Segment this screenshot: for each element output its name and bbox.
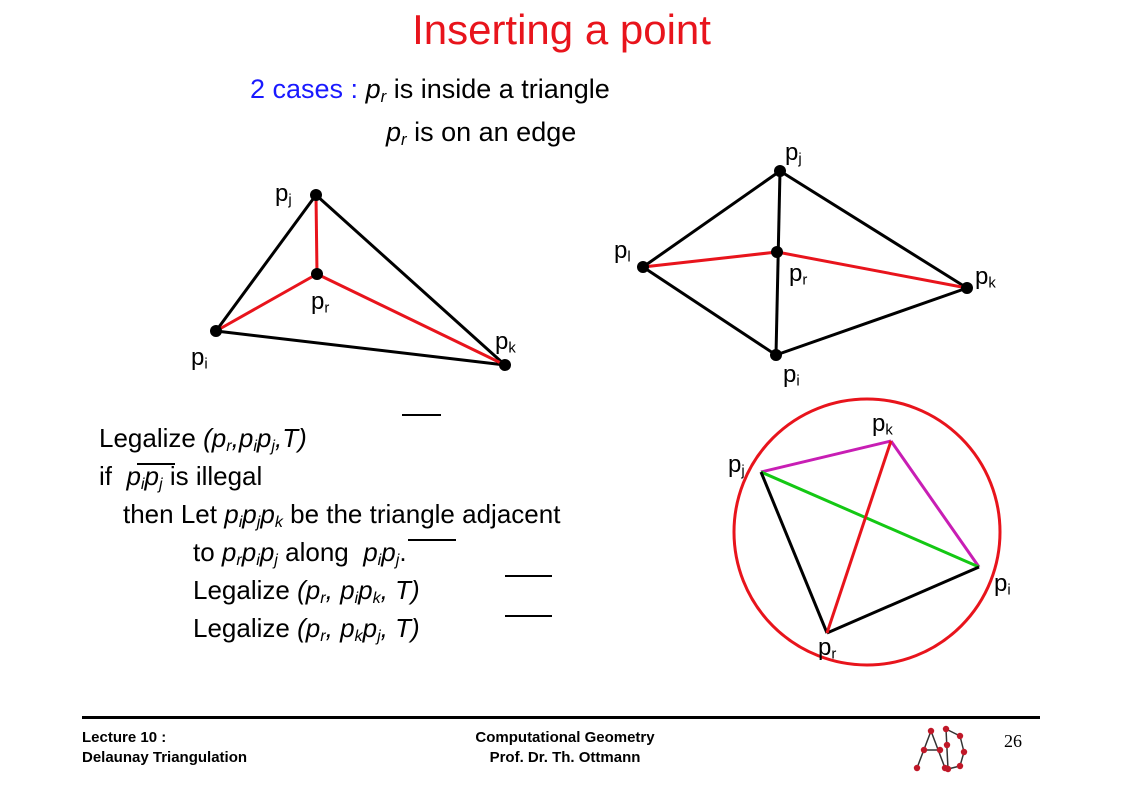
point-pj <box>774 165 786 177</box>
footer-course: Computational Geometry Prof. Dr. Th. Ott… <box>420 728 710 768</box>
label-pj-d3: pj <box>728 451 745 480</box>
label-pr-d1: pr <box>311 288 330 317</box>
case-edge-text: is on an edge <box>406 117 577 147</box>
footer-divider <box>82 716 1040 719</box>
point-pk <box>961 282 973 294</box>
label-pk-d2: pk <box>975 263 996 292</box>
overbar-line5 <box>505 575 552 577</box>
algo-line-2: if pipj is illegal <box>99 461 263 494</box>
new-edge-pr-pj <box>314 194 319 275</box>
algo-line-4: to prpipj along pipj. <box>193 537 407 570</box>
algo-line-5: Legalize (pr, pipk, T) <box>193 575 420 608</box>
diagram-circumcircle <box>732 397 1002 667</box>
label-pi-d3: pi <box>994 570 1011 599</box>
page-number: 26 <box>1004 731 1022 751</box>
edge-pl-pj <box>642 169 781 269</box>
edge-pi-pk <box>215 329 506 367</box>
label-pk-d3: pk <box>872 410 893 439</box>
page-title: Inserting a point <box>412 6 711 53</box>
overbar-line6 <box>505 615 552 617</box>
edge-pk-pi <box>889 440 981 568</box>
edge-pk-pi <box>775 286 968 357</box>
label-pr-d3: pr <box>818 634 837 663</box>
edge-pj-pk <box>760 439 892 474</box>
edge-pi-pj <box>214 194 318 332</box>
edge-pj-pk <box>314 193 507 367</box>
diagram-inside-triangle <box>210 189 511 371</box>
new-edge-pr-pl <box>642 250 778 269</box>
overbar-line1 <box>402 414 441 416</box>
edge-pj-pk <box>779 169 968 290</box>
label-pi-d2: pi <box>783 361 800 390</box>
new-edge-pr-pi <box>215 272 318 333</box>
cases-line-1: 2 cases : pr is inside a triangle <box>250 74 610 107</box>
overbar-line4 <box>408 539 456 541</box>
overbar-line2 <box>137 463 175 465</box>
point-pi <box>770 349 782 361</box>
illegal-edge-pi-pj <box>760 470 980 569</box>
diagram-on-edge <box>637 165 973 361</box>
legal-edge-pr-pk <box>825 440 893 634</box>
point-pi <box>210 325 222 337</box>
edge-pj-pr <box>759 471 829 634</box>
edge-pr-pi <box>826 565 980 635</box>
point-pk <box>499 359 511 371</box>
footer-lecture-topic: Delaunay Triangulation <box>82 749 248 766</box>
footer-course-name: Computational Geometry <box>475 729 655 746</box>
new-edge-pr-pk <box>776 250 968 290</box>
cases-label: 2 cases : <box>250 74 359 104</box>
case-inside-text: is inside a triangle <box>386 74 610 104</box>
new-edge-pr-pk <box>316 272 506 367</box>
label-pi-d1: pi <box>191 344 208 373</box>
edge-pi-pl <box>642 265 777 357</box>
footer-professor: Prof. Dr. Th. Ottmann <box>489 749 641 766</box>
point-pl <box>637 261 649 273</box>
label-pj-d2: pj <box>785 139 802 168</box>
footer-lecture: Lecture 10 : Delaunay Triangulation <box>82 728 247 768</box>
algo-line-3: then Let pipjpk be the triangle adjacent <box>123 499 561 532</box>
point-pj <box>310 189 322 201</box>
point-pr <box>771 246 783 258</box>
point-pr <box>311 268 323 280</box>
circumcircle <box>732 397 1002 667</box>
label-pj-d1: pj <box>275 180 292 209</box>
algo-line-6: Legalize (pr, pkpj, T) <box>193 613 420 646</box>
edge-pj-pi <box>774 170 782 356</box>
algo-line-1: Legalize (pr,pipj,T) <box>99 423 307 456</box>
cases-line-2: pr is on an edge <box>386 117 577 150</box>
label-pr-d2: pr <box>789 260 808 289</box>
label-pl-d2: pl <box>614 237 631 266</box>
footer-lecture-number: Lecture 10 : <box>82 729 167 746</box>
label-pk-d1: pk <box>495 328 516 357</box>
